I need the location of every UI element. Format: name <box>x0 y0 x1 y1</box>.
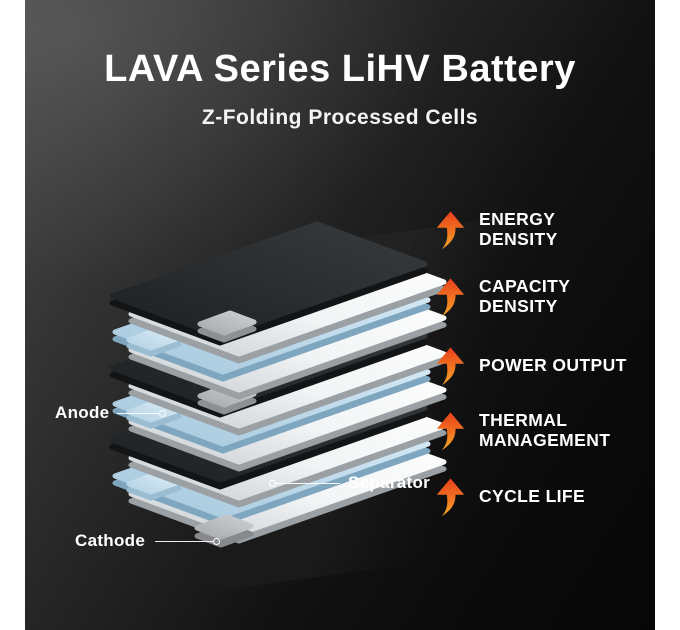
page-subtitle: Z-Folding Processed Cells <box>201 106 479 129</box>
cathode-leader-line <box>155 540 214 542</box>
anode-callout: Anode <box>55 403 167 423</box>
anode-label: Anode <box>55 403 110 422</box>
page-title: LAVA Series LiHV Battery <box>104 48 576 90</box>
increase-arrow-icon <box>436 346 465 385</box>
benefit-thermal-management: Thermal Management <box>435 408 629 454</box>
increase-arrow-icon <box>436 277 465 316</box>
benefit-energy-density: Energy Density <box>435 207 629 253</box>
separator-pointer-dot <box>269 479 276 487</box>
cathode-tab <box>197 310 257 343</box>
benefit-label: Thermal Management <box>479 410 611 450</box>
benefit-label: Cycle Life <box>479 486 586 507</box>
benefit-label: Power Output <box>479 355 627 376</box>
cathode-sheet <box>109 221 428 346</box>
separator-callout: Separator <box>269 473 430 493</box>
benefit-power-output: Power Output <box>435 343 629 389</box>
benefit-cycle-life: Cycle Life <box>435 474 629 520</box>
increase-arrow-icon <box>436 210 465 249</box>
dark-canvas: LAVA Series LiHV Battery Z-Folding Proce… <box>25 0 655 630</box>
battery-stack-diagram <box>109 221 447 548</box>
cathode-tab-detached <box>194 514 254 548</box>
anode-leader-line <box>117 412 160 414</box>
increase-arrow-icon <box>436 411 465 450</box>
increase-arrow-icon <box>436 477 465 516</box>
anode-pointer-dot <box>159 409 167 417</box>
cathode-pointer-dot <box>213 537 221 545</box>
separator-leader-line <box>276 482 340 484</box>
cathode-callout: Cathode <box>75 531 221 551</box>
benefit-capacity-density: Capacity Density <box>435 274 629 320</box>
benefit-label: Energy Density <box>479 209 558 249</box>
cathode-label: Cathode <box>75 531 146 550</box>
separator-label: Separator <box>348 473 431 492</box>
benefit-label: Capacity Density <box>479 276 571 316</box>
